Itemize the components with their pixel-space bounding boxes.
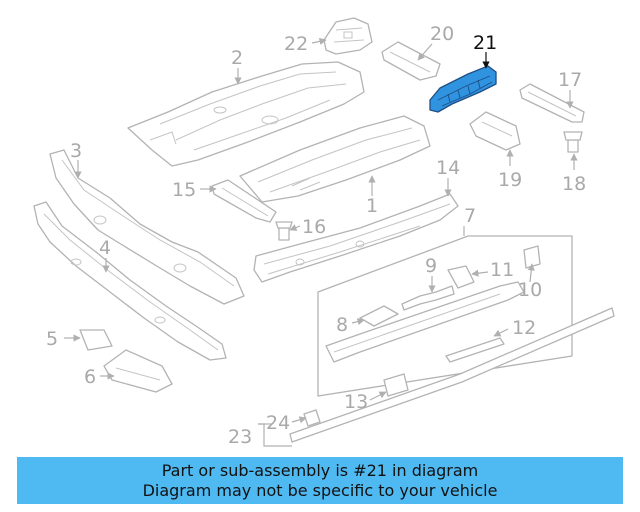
callout-12: 12 [512,317,536,339]
callout-15: 15 [172,179,196,201]
callout-8: 8 [336,314,348,336]
leader-lines [64,37,578,447]
callout-17: 17 [558,69,582,91]
callout-19: 19 [498,169,522,191]
part-9 [401,285,455,311]
callout-23: 23 [228,426,252,448]
part-13 [383,373,409,397]
callout-18: 18 [562,173,586,195]
part-22 [323,17,373,55]
part-3 [49,149,245,305]
part-4 [33,201,227,361]
callout-1: 1 [366,195,378,217]
callout-7: 7 [464,205,476,227]
callout-labels: 2 3 4 5 6 1 15 16 14 7 8 9 11 10 12 13 2… [46,23,586,448]
part-17 [519,83,585,123]
part-19 [469,111,521,151]
part-18-bolt [563,131,583,153]
part-11 [447,265,475,289]
callout-6: 6 [84,366,96,388]
part-8 [359,305,399,327]
callout-3: 3 [70,140,82,162]
part-5 [79,329,113,351]
part-15 [211,179,277,223]
callout-4: 4 [99,237,111,259]
part-1-rear-floor [239,115,431,203]
callout-13: 13 [344,391,368,413]
callout-9: 9 [425,255,437,277]
callout-2: 2 [231,47,243,69]
parts-diagram: 2 3 4 5 6 1 15 16 14 7 8 9 11 10 12 13 2… [33,17,615,448]
callout-16: 16 [302,216,326,238]
callout-5: 5 [46,328,58,350]
part-23 [289,307,615,443]
callout-24: 24 [266,412,290,434]
banner-line-1: Part or sub-assembly is #21 in diagram [161,460,479,480]
part-20 [381,41,441,81]
part-14 [253,193,459,283]
part-10 [523,245,541,269]
banner-line-2: Diagram may not be specific to your vehi… [142,480,498,500]
callout-21-highlighted: 21 [473,32,497,54]
info-banner: Part or sub-assembly is #21 in diagram D… [17,457,623,504]
callout-22: 22 [284,33,308,55]
callout-11: 11 [490,259,514,281]
part-7-group [317,235,573,397]
part-2-front-floor [127,61,365,167]
callout-20: 20 [430,23,454,45]
part-16-bolt [275,221,293,241]
part-21-highlighted [429,65,497,113]
part-12 [445,337,505,363]
callout-14: 14 [436,157,460,179]
part-6 [103,349,173,393]
callout-10: 10 [518,279,542,301]
